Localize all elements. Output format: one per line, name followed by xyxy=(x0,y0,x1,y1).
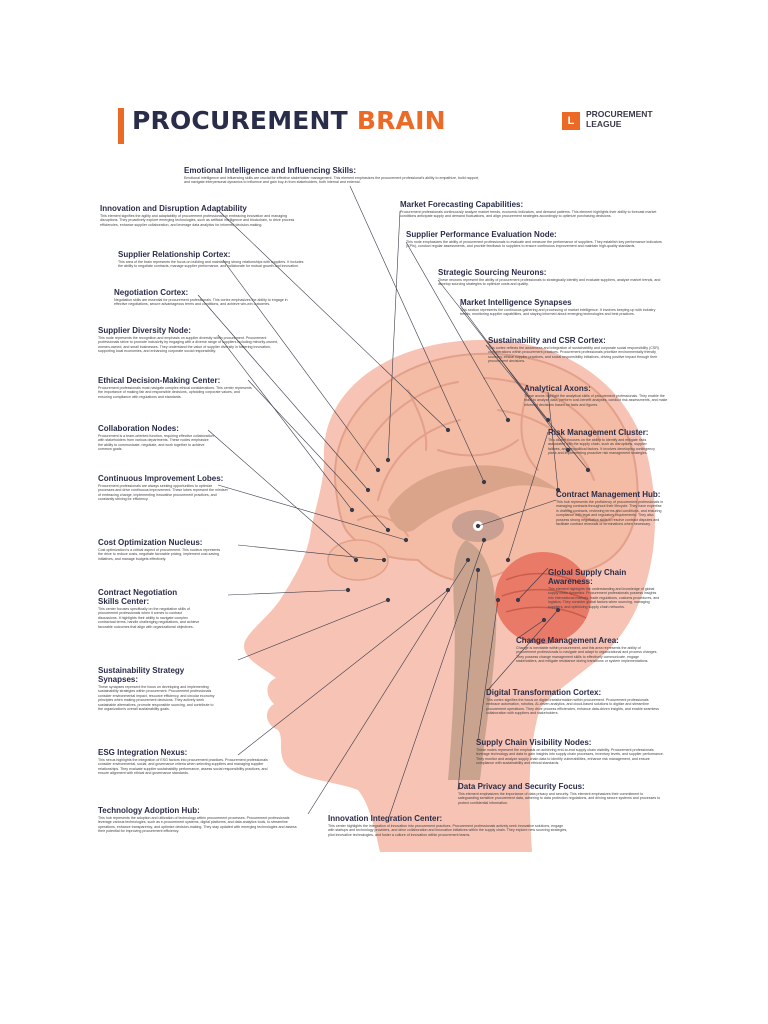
callout-title: Contract Management Hub: xyxy=(556,490,661,499)
brain-gyri xyxy=(355,377,619,537)
brainstem xyxy=(448,540,497,780)
callout-title: Data Privacy and Security Focus: xyxy=(458,782,585,791)
title-accent: BRAIN xyxy=(356,106,446,135)
callout-title: Risk Management Cluster: xyxy=(548,428,649,437)
callout-body: This hub represents the proficiency of p… xyxy=(556,500,664,527)
callout-body: This nexus highlights the integration of… xyxy=(98,758,268,776)
callout-body: This hub represents the adoption and uti… xyxy=(98,816,297,834)
callout-body: This element signifies the agility and a… xyxy=(100,214,295,227)
cerebellum-folds xyxy=(501,572,589,619)
callout-body: These axons highlight the analytical ski… xyxy=(524,394,668,407)
callout-body: This cortex reflects the awareness and i… xyxy=(488,346,659,364)
callout-contract-negotiation: Contract Negotiation Skills Center: This… xyxy=(98,588,200,629)
procurement-league-logo: L PROCUREMENT LEAGUE xyxy=(562,109,662,135)
callout-title: Contract Negotiation Skills Center: xyxy=(98,588,178,606)
callout-body: This node represents the recognition and… xyxy=(98,336,278,354)
logo-line1: PROCUREMENT xyxy=(586,109,653,119)
callout-innovation-disruption: Innovation and Disruption Adaptability T… xyxy=(100,204,300,227)
callout-body: This center highlights the integration o… xyxy=(328,824,568,837)
callout-title: Change Management Area: xyxy=(516,636,619,645)
callout-title: Sustainability Strategy Synapses: xyxy=(98,666,185,684)
callout-market-intelligence: Market Intelligence Synapses This sectio… xyxy=(460,298,666,317)
callout-market-forecasting: Market Forecasting Capabilities: Procure… xyxy=(400,200,660,219)
callout-digital-transformation: Digital Transformation Cortex: This cort… xyxy=(486,688,660,716)
callout-strategic-sourcing: Strategic Sourcing Neurons: These neuron… xyxy=(438,268,662,287)
callout-continuous-improvement: Continuous Improvement Lobes: Procuremen… xyxy=(98,474,228,502)
callout-title: Cost Optimization Nucleus: xyxy=(98,538,203,547)
callout-body: Negotiation skills are essential for pro… xyxy=(114,298,288,307)
callout-emotional-intelligence: Emotional Intelligence and Influencing S… xyxy=(184,166,484,185)
callout-body: These synapses represent the focus on de… xyxy=(98,685,215,712)
callout-title: Market Intelligence Synapses xyxy=(460,298,572,307)
callout-body: These neurons represent the ability of p… xyxy=(438,278,661,287)
callout-sustainability-csr: Sustainability and CSR Cortex: This cort… xyxy=(488,336,666,364)
callout-risk-management: Risk Management Cluster: This cluster fo… xyxy=(548,428,660,456)
page-title: PROCUREMENT BRAIN xyxy=(132,106,446,135)
callout-title: Negotiation Cortex: xyxy=(114,288,189,297)
callout-contract-management: Contract Management Hub: This hub repres… xyxy=(556,490,664,526)
callout-supply-chain-visibility: Supply Chain Visibility Nodes: These nod… xyxy=(476,738,666,766)
callout-body: This area of the brain represents the fo… xyxy=(118,260,304,269)
callout-title: Supplier Relationship Cortex: xyxy=(118,250,231,259)
callout-supplier-diversity: Supplier Diversity Node: This node repre… xyxy=(98,326,288,354)
title-main: PROCUREMENT xyxy=(132,106,357,135)
callout-title: Digital Transformation Cortex: xyxy=(486,688,602,697)
callout-technology-adoption: Technology Adoption Hub: This hub repres… xyxy=(98,806,298,834)
callout-body: Procurement professionals continuously a… xyxy=(400,210,657,219)
title-accent-bar xyxy=(118,108,124,144)
callout-body: This section represents the continuous g… xyxy=(460,308,656,317)
callout-title: Technology Adoption Hub: xyxy=(98,806,200,815)
callout-body: Procurement professionals must navigate … xyxy=(98,386,252,399)
callout-sustainability-strategy: Sustainability Strategy Synapses: These … xyxy=(98,666,218,711)
callout-change-management: Change Management Area: Change is inevit… xyxy=(516,636,660,664)
callout-ethical-decision: Ethical Decision-Making Center: Procurem… xyxy=(98,376,254,399)
callout-title: Strategic Sourcing Neurons: xyxy=(438,268,547,277)
callout-body: This node emphasizes the ability of proc… xyxy=(406,240,662,249)
callout-title: Global Supply Chain Awareness: xyxy=(548,568,627,586)
callout-title: Collaboration Nodes: xyxy=(98,424,179,433)
callout-supplier-performance: Supplier Performance Evaluation Node: Th… xyxy=(406,230,664,249)
callout-body: Procurement professionals are always see… xyxy=(98,484,228,502)
callout-negotiation: Negotiation Cortex: Negotiation skills a… xyxy=(114,288,294,307)
callout-body: This center focuses specifically on the … xyxy=(98,607,200,629)
callout-title: Continuous Improvement Lobes: xyxy=(98,474,224,483)
callout-title: ESG Integration Nexus: xyxy=(98,748,188,757)
callout-body: This cluster focuses on the ability to i… xyxy=(548,438,655,456)
callout-cost-optimization: Cost Optimization Nucleus: Cost optimiza… xyxy=(98,538,224,561)
callout-title: Emotional Intelligence and Influencing S… xyxy=(184,166,357,175)
callout-data-privacy: Data Privacy and Security Focus: This el… xyxy=(458,782,664,805)
callout-body: This element highlights the understandin… xyxy=(548,587,660,609)
callout-body: Cost optimization is a critical aspect o… xyxy=(98,548,221,561)
corpus-callosum xyxy=(388,465,558,532)
callout-title: Sustainability and CSR Cortex: xyxy=(488,336,606,345)
callout-body: Change is inevitable within procurement,… xyxy=(516,646,658,664)
logo-icon: L xyxy=(562,112,580,130)
callout-title: Supplier Diversity Node: xyxy=(98,326,191,335)
callout-title: Analytical Axons: xyxy=(524,384,591,393)
logo-wordmark: PROCUREMENT LEAGUE xyxy=(586,109,653,129)
callout-esg-integration: ESG Integration Nexus: This nexus highli… xyxy=(98,748,268,776)
callout-innovation-integration: Innovation Integration Center: This cent… xyxy=(328,814,568,837)
callout-title: Ethical Decision-Making Center: xyxy=(98,376,221,385)
infographic-poster: PROCUREMENT BRAIN L PROCUREMENT LEAGUE E… xyxy=(88,90,680,852)
callout-title: Innovation and Disruption Adaptability xyxy=(100,204,247,213)
callout-body: This element emphasizes the importance o… xyxy=(458,792,661,805)
callout-analytical-axons: Analytical Axons: These axons highlight … xyxy=(524,384,670,407)
callout-body: These nodes represent the emphasis on ac… xyxy=(476,748,664,766)
callout-body: This cortex signifies the focus on digit… xyxy=(486,698,659,716)
leader-lines xyxy=(197,185,591,821)
callout-title: Innovation Integration Center: xyxy=(328,814,443,823)
callout-body: Procurement is a team-oriented function,… xyxy=(98,434,214,452)
callout-body: Emotional intelligence and influencing s… xyxy=(184,176,479,185)
callout-title: Supplier Performance Evaluation Node: xyxy=(406,230,557,239)
brain-illustration xyxy=(197,185,655,852)
callout-title: Market Forecasting Capabilities: xyxy=(400,200,524,209)
callout-supplier-relationship: Supplier Relationship Cortex: This area … xyxy=(118,250,308,269)
logo-line2: LEAGUE xyxy=(586,119,622,129)
callout-collaboration: Collaboration Nodes: Procurement is a te… xyxy=(98,424,214,452)
callout-title: Supply Chain Visibility Nodes: xyxy=(476,738,592,747)
callout-global-supply-chain: Global Supply Chain Awareness: This elem… xyxy=(548,568,662,609)
